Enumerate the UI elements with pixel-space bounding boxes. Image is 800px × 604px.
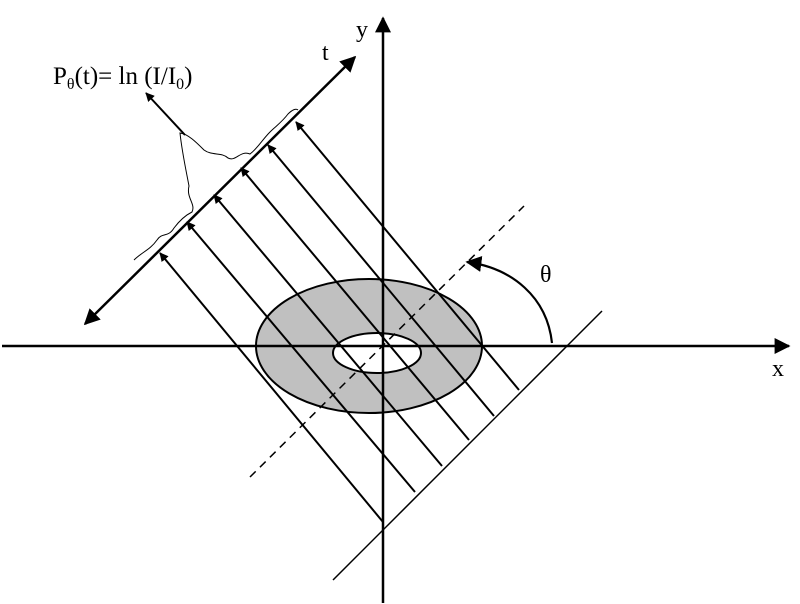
- formula-i-subscript: 0: [176, 76, 184, 93]
- y-axis-label: y: [356, 17, 368, 43]
- projection-formula: Pθ(t)= ln (I/I0): [53, 63, 192, 93]
- x-axis-label: x: [772, 356, 784, 382]
- profile-direction-arrow: [145, 92, 186, 136]
- formula-p-subscript: θ: [67, 76, 75, 93]
- t-axis: [83, 55, 357, 326]
- theta-rotation-arrow: [465, 255, 554, 344]
- source-line: [332, 310, 603, 581]
- projection-profile-curve: [133, 108, 299, 261]
- theta-label: θ: [540, 262, 552, 288]
- formula-p: P: [53, 63, 67, 90]
- t-axis-label: t: [322, 40, 329, 66]
- formula-end: ): [184, 63, 192, 90]
- formula-mid: (t)= ln (I/I: [75, 63, 177, 90]
